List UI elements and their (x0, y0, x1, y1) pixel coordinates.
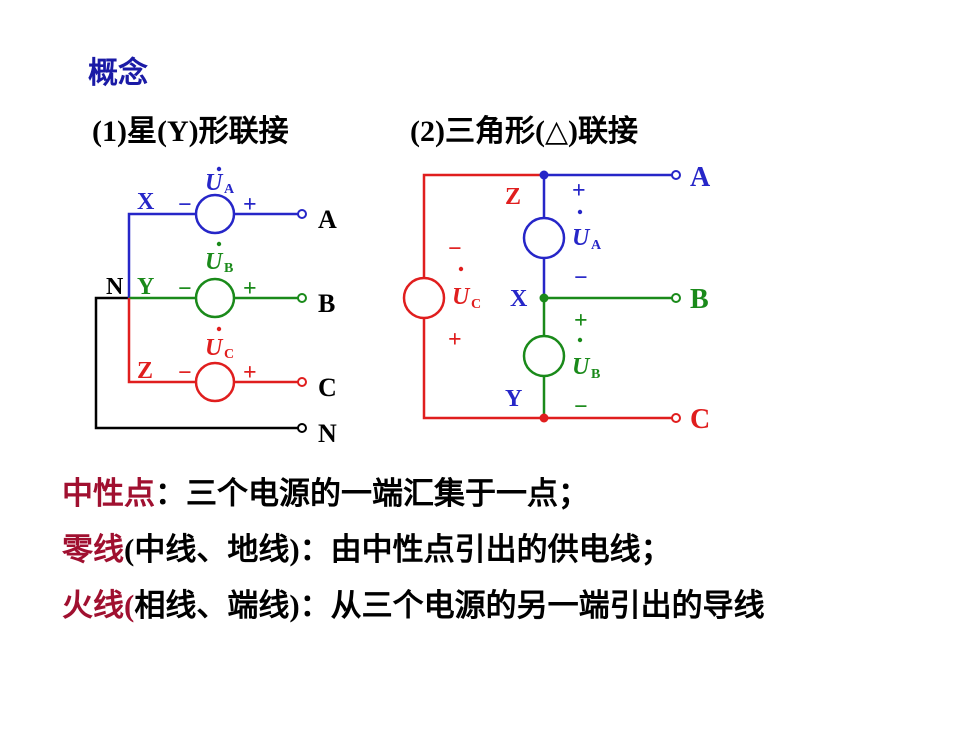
node-Y (539, 413, 549, 423)
delta-label-X: X (510, 286, 528, 312)
terminal-label-B: B (318, 289, 335, 318)
delta-terminal-C (671, 413, 681, 423)
node-X (539, 293, 549, 303)
plus-sign: + (448, 327, 462, 353)
alias-text: 中线、地线 (134, 532, 290, 567)
delta-terminal-label-C: C (690, 404, 710, 435)
star-connection-heading: (1)星(Y)形联接 (92, 115, 289, 148)
delta-terminal-B (671, 293, 681, 303)
terminal-label-N: N (318, 419, 337, 448)
terminal-A (297, 209, 307, 219)
plus-sign: + (574, 308, 588, 334)
subscript-A: A (591, 238, 602, 253)
star-diagram: X Y Z N − + − + − + U A U B U C A B C N (94, 166, 337, 448)
delta-source-B-circle (522, 334, 566, 378)
minus-sign: − (574, 265, 588, 291)
definition-text: 由中性点引出的供电线； (330, 532, 672, 567)
minus-sign: − (574, 394, 588, 420)
paren: ( (124, 532, 135, 567)
delta-label-Z: Z (505, 184, 521, 210)
terminal-N (297, 423, 307, 433)
plus-sign: + (572, 178, 586, 204)
plus-sign: + (243, 192, 257, 218)
definition-neutral-point: 中性点：三个电源的一端汇集于一点； (62, 468, 589, 513)
label-N-node: N (106, 274, 124, 300)
source-C-circle (194, 361, 236, 403)
definition-text: 三个电源的一端汇集于一点； (186, 476, 589, 511)
delta-connection-heading: (2)三角形(△)联接 (410, 115, 639, 148)
delta-diagram: Z X Y + − + − − + U A U B U C A B C (402, 162, 711, 435)
separator: ： (299, 588, 331, 623)
term-neutral-wire: 零线 (62, 532, 124, 567)
terminal-label-C: C (318, 373, 337, 402)
term-neutral-point: 中性点 (62, 476, 155, 511)
voltage-UC-delta: U (452, 284, 471, 310)
voltage-UB-delta: U (572, 354, 591, 380)
term-live-wire: 火线 (62, 588, 124, 623)
source-A-circle (194, 193, 236, 235)
paren: ( (124, 588, 135, 623)
subscript-C: C (224, 347, 234, 362)
node-Z (539, 170, 549, 180)
delta-label-Y: Y (505, 386, 522, 412)
circuit-diagrams: X Y Z N − + − + − + U A U B U C A B C N (94, 162, 711, 448)
definition-text: 从三个电源的另一端引出的导线 (330, 588, 765, 623)
voltage-UB-star: U (205, 249, 224, 275)
alias-text: 相线、端线 (134, 588, 290, 623)
terminal-C (297, 377, 307, 387)
separator: ： (299, 532, 331, 567)
delta-terminal-A (671, 170, 681, 180)
voltage-UA-delta: U (572, 225, 591, 251)
separator: ： (155, 476, 186, 511)
terminal-B (297, 293, 307, 303)
subscript-A: A (224, 182, 235, 197)
paren: ) (289, 532, 300, 567)
definition-live-wire: 火线(相线、端线)：从三个电源的另一端引出的导线 (62, 580, 765, 625)
minus-sign: − (178, 360, 192, 386)
source-B-circle (194, 277, 236, 319)
minus-sign: − (178, 276, 192, 302)
label-X: X (137, 189, 155, 215)
plus-sign: + (243, 360, 257, 386)
subscript-B: B (591, 367, 600, 382)
delta-terminal-label-B: B (690, 284, 709, 315)
page-title: 概念 (88, 57, 148, 90)
label-Z: Z (137, 358, 153, 384)
delta-source-A-circle (522, 216, 566, 260)
subscript-B: B (224, 261, 233, 276)
subscript-C: C (471, 297, 481, 312)
definition-neutral-wire: 零线(中线、地线)：由中性点引出的供电线； (62, 524, 672, 569)
delta-source-C-circle (402, 276, 446, 320)
minus-sign: − (178, 192, 192, 218)
plus-sign: + (243, 276, 257, 302)
voltage-UA-star: U (205, 170, 224, 196)
label-Y: Y (137, 274, 154, 300)
minus-sign: − (448, 236, 462, 262)
delta-terminal-label-A: A (690, 162, 711, 193)
paren: ) (289, 588, 300, 623)
terminal-label-A: A (318, 205, 337, 234)
voltage-UC-star: U (205, 335, 224, 361)
